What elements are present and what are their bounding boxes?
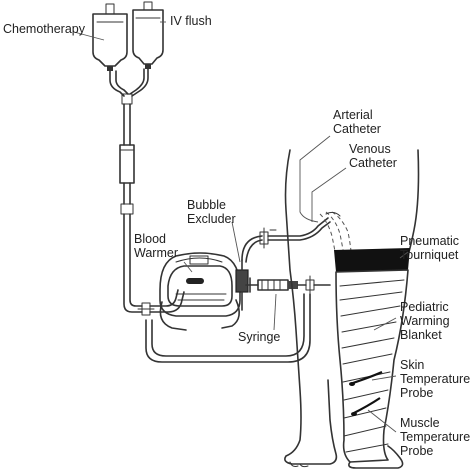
label-pneumatic-tourniquet: Pneumatic Tourniquet [400, 234, 460, 262]
leg-outline [284, 149, 420, 465]
label-muscle-temperature-probe: Muscle Temperature Probe [400, 416, 471, 458]
label-skin-temperature-probe: Skin Temperature Probe [400, 358, 471, 400]
leader-lines [73, 21, 409, 433]
label-syringe: Syringe [238, 330, 281, 344]
iv-tubing [109, 68, 185, 316]
iv-flush-bag [132, 1, 164, 69]
arterial-line [259, 217, 331, 249]
label-bubble-excluder: Bubble Excluder [187, 198, 236, 226]
syringe [245, 275, 315, 295]
muscle-temperature-probe [351, 397, 381, 416]
label-pediatric-warming-blanket: Pediatric Warming Blanket [400, 300, 450, 342]
chemotherapy-bag [92, 3, 128, 71]
label-chemotherapy: Chemotherapy [3, 22, 85, 36]
blood-warmer [159, 252, 241, 331]
pneumatic-tourniquet [334, 248, 410, 272]
label-blood-warmer: Blood Warmer [134, 232, 178, 260]
label-venous-catheter: Venous Catheter [349, 142, 397, 170]
label-arterial-catheter: Arterial Catheter [333, 108, 381, 136]
label-iv-flush: IV flush [170, 14, 212, 28]
warming-blanket [335, 269, 409, 463]
bubble-excluder [235, 235, 263, 311]
skin-temperature-probe [349, 370, 383, 386]
venous-line [145, 284, 331, 363]
foot [289, 445, 404, 469]
